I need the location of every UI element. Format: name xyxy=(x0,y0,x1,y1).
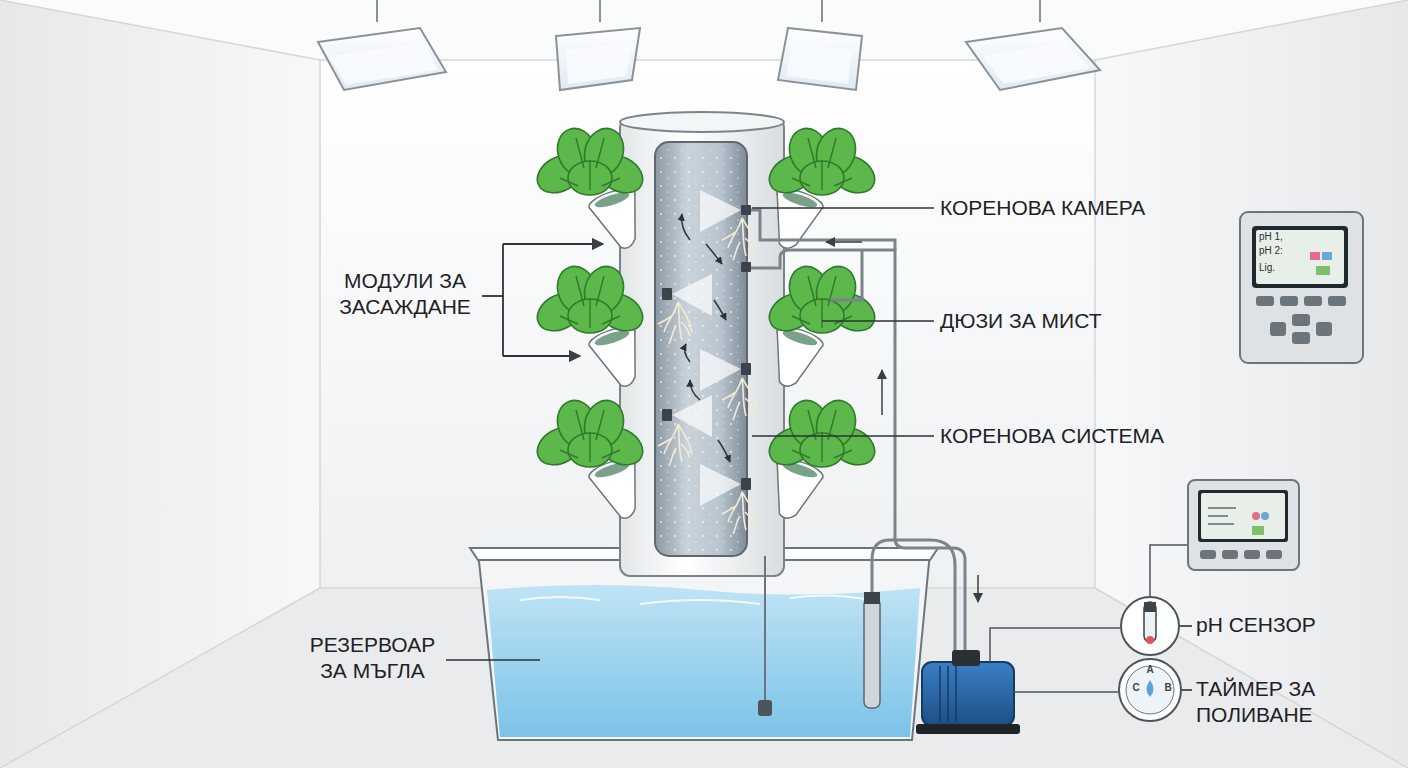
callout-label: РЕЗЕРВОАР ЗА МЪГЛА xyxy=(300,632,445,685)
callout-label: КОРЕНОВА СИСТЕМА xyxy=(940,423,1200,449)
icon-letter: B xyxy=(1158,682,1178,695)
callout-label: ДЮЗИ ЗА МИСТ xyxy=(940,308,1200,334)
screen-text: pH 1, xyxy=(1259,231,1309,244)
callout-label: pH СЕНЗОР xyxy=(1196,612,1396,638)
screen-text: Lig. xyxy=(1259,262,1309,275)
callout-label: ТАЙМЕР ЗА ПОЛИВАНЕ xyxy=(1196,676,1346,729)
callout-label: КОРЕНОВА КАМЕРА xyxy=(940,195,1200,221)
callout-label: МОДУЛИ ЗА ЗАСАЖДАНЕ xyxy=(330,268,480,321)
icon-letter: C xyxy=(1126,682,1146,695)
screen-text: pH 2: xyxy=(1259,245,1309,258)
icon-letter: A xyxy=(1140,664,1160,677)
